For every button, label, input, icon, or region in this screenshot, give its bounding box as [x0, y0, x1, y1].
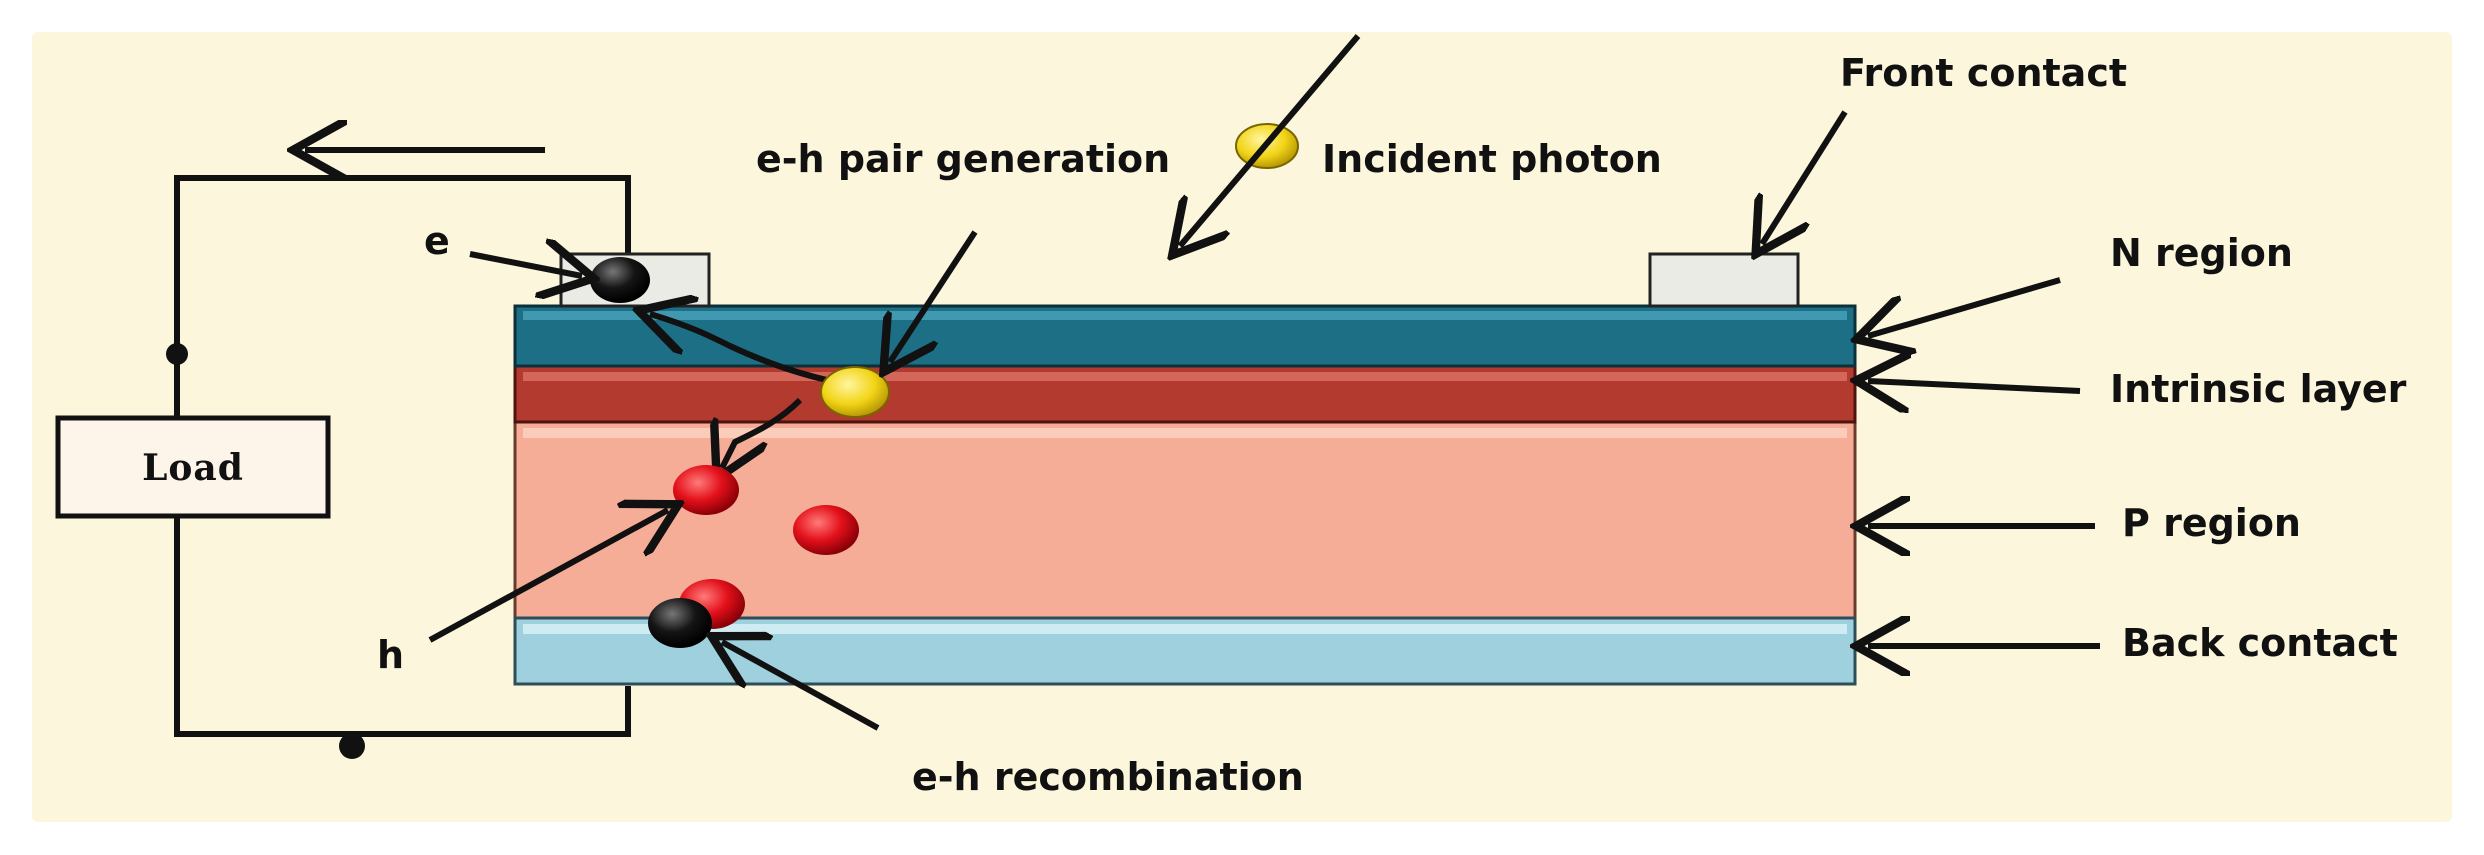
n-region-pointer — [1868, 277, 2061, 336]
label-hole: h — [377, 633, 404, 677]
intrinsic-layer-pointer — [1868, 381, 2081, 391]
front-contact-pointer — [1762, 110, 1848, 244]
electron-recombining — [648, 598, 712, 648]
recombination-pointer — [722, 642, 880, 731]
hole-particle — [673, 465, 739, 515]
front-contact-pad-right — [1648, 252, 1800, 308]
label-electron: e — [424, 219, 450, 263]
pair-generation-pointer — [890, 230, 978, 362]
load-box: Load — [55, 415, 331, 519]
label-p-region: P region — [2122, 501, 2301, 545]
circuit-node — [166, 343, 188, 365]
label-n-region: N region — [2110, 231, 2293, 275]
photon-trajectory-arrow — [1180, 34, 1361, 246]
electron-at-contact — [590, 257, 650, 303]
generated-pair-particle — [820, 366, 890, 418]
label-incident-photon: Incident photon — [1322, 137, 1662, 181]
electron-pointer — [469, 254, 582, 276]
circuit-node — [339, 733, 365, 759]
label-pair-generation: e-h pair generation — [756, 137, 1170, 181]
label-back-contact: Back contact — [2122, 621, 2398, 665]
external-circuit — [166, 175, 631, 759]
hole-path — [722, 397, 803, 468]
hole-pointer — [428, 510, 668, 643]
electron-path — [650, 314, 856, 389]
load-label: Load — [142, 447, 244, 489]
hole-particle — [793, 505, 859, 555]
label-recombination: e-h recombination — [912, 755, 1304, 799]
label-intrinsic-layer: Intrinsic layer — [2110, 367, 2407, 411]
label-front-contact: Front contact — [1840, 51, 2127, 95]
